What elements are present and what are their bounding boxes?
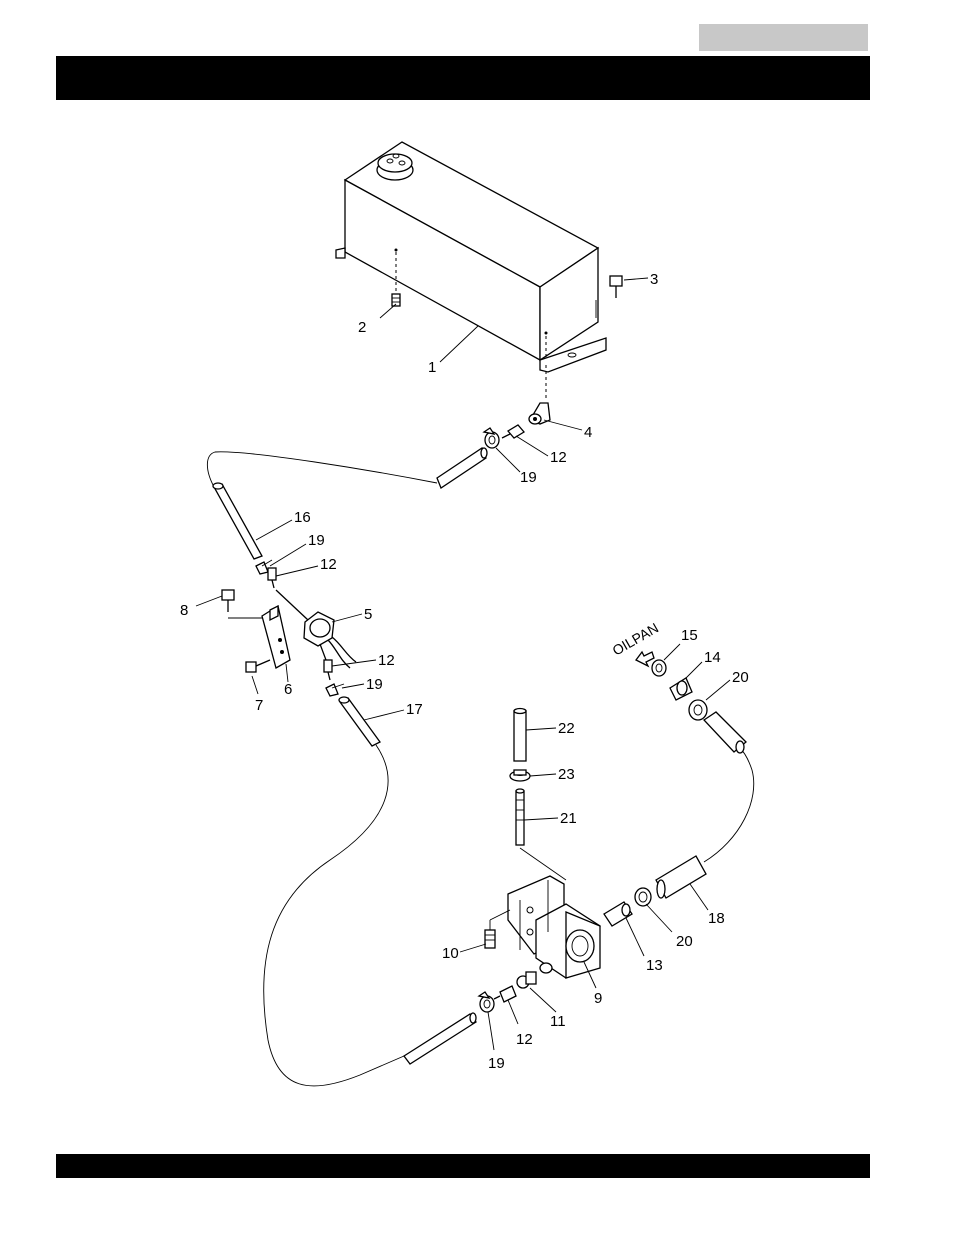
housing-bolt	[484, 909, 511, 949]
hose-nipple-lower	[493, 985, 517, 1003]
fuel-hose-upper	[206, 447, 488, 489]
callout-13: 13	[646, 957, 663, 974]
header-bar	[56, 56, 870, 100]
hose-clamp-upper	[482, 427, 500, 449]
callout-8: 8	[180, 602, 188, 619]
outlet-fitting	[603, 901, 633, 927]
callout-15: 15	[681, 627, 698, 644]
callout-7: 7	[255, 697, 263, 714]
callout-19-tank: 19	[520, 469, 537, 486]
pump-inlet-fitting	[516, 971, 537, 989]
oilpan-fitting	[669, 677, 693, 701]
callout-6: 6	[284, 681, 292, 698]
callout-19-pump-lower: 19	[366, 676, 383, 693]
oilpan-label: OILPAN	[610, 620, 662, 659]
vent-clamp-23	[509, 769, 531, 782]
pump-bracket	[261, 604, 291, 669]
return-hose-18	[655, 747, 755, 899]
hose-clamp-lower	[477, 991, 495, 1013]
hose-clamp-mid-lower	[325, 683, 345, 697]
callout-21: 21	[560, 810, 577, 827]
oilpan-arrow	[635, 650, 655, 668]
fuel-hose-lower	[403, 1012, 477, 1065]
callout-19-housing: 19	[488, 1055, 505, 1072]
callout-12-housing: 12	[516, 1031, 533, 1048]
drain-plug	[391, 293, 401, 307]
callout-18: 18	[708, 910, 725, 927]
hose-clamp-20-lower	[634, 887, 652, 907]
callout-19-pump-upper: 19	[308, 532, 325, 549]
callout-20-lower: 20	[676, 933, 693, 950]
vent-pipe-21	[515, 788, 567, 881]
callout-12-pump-lower: 12	[378, 652, 395, 669]
bracket-bolt-upper	[221, 589, 262, 619]
callout-1: 1	[428, 359, 436, 376]
hose-clamp-mid-upper	[255, 559, 273, 575]
callout-4: 4	[584, 424, 592, 441]
callout-23: 23	[558, 766, 575, 783]
callout-2: 2	[358, 319, 366, 336]
callout-22: 22	[558, 720, 575, 737]
section-tab-box	[699, 24, 868, 51]
footer-bar	[56, 1154, 870, 1178]
callout-16: 16	[294, 509, 311, 526]
hose-clamp-20-upper	[688, 699, 708, 721]
callout-12-pump-upper: 12	[320, 556, 337, 573]
hose-nipple-upper	[501, 424, 525, 439]
elbow-fitting	[528, 402, 551, 425]
fuel-hose-17	[263, 696, 405, 1087]
hose-nipple-mid-lower	[323, 659, 333, 681]
return-hose-upper	[703, 711, 747, 754]
mounting-bolt	[595, 275, 623, 318]
callout-14: 14	[704, 649, 721, 666]
fuel-pump	[275, 589, 357, 669]
fuel-hose-16	[212, 482, 263, 560]
fuel-tank	[335, 141, 607, 398]
fuel-filter-housing	[507, 875, 601, 979]
callout-10: 10	[442, 945, 459, 962]
callout-9: 9	[594, 990, 602, 1007]
callout-12-tank: 12	[550, 449, 567, 466]
callout-leaders	[195, 277, 731, 1051]
callout-17: 17	[406, 701, 423, 718]
sealing-washer	[651, 659, 667, 677]
vent-hose-22	[513, 707, 527, 762]
callout-11: 11	[550, 1013, 566, 1030]
callout-20-upper: 20	[732, 669, 749, 686]
hose-nipple-mid-upper	[267, 567, 277, 589]
callout-5: 5	[364, 606, 372, 623]
callout-3: 3	[650, 271, 658, 288]
bracket-bolt-lower	[245, 659, 271, 673]
